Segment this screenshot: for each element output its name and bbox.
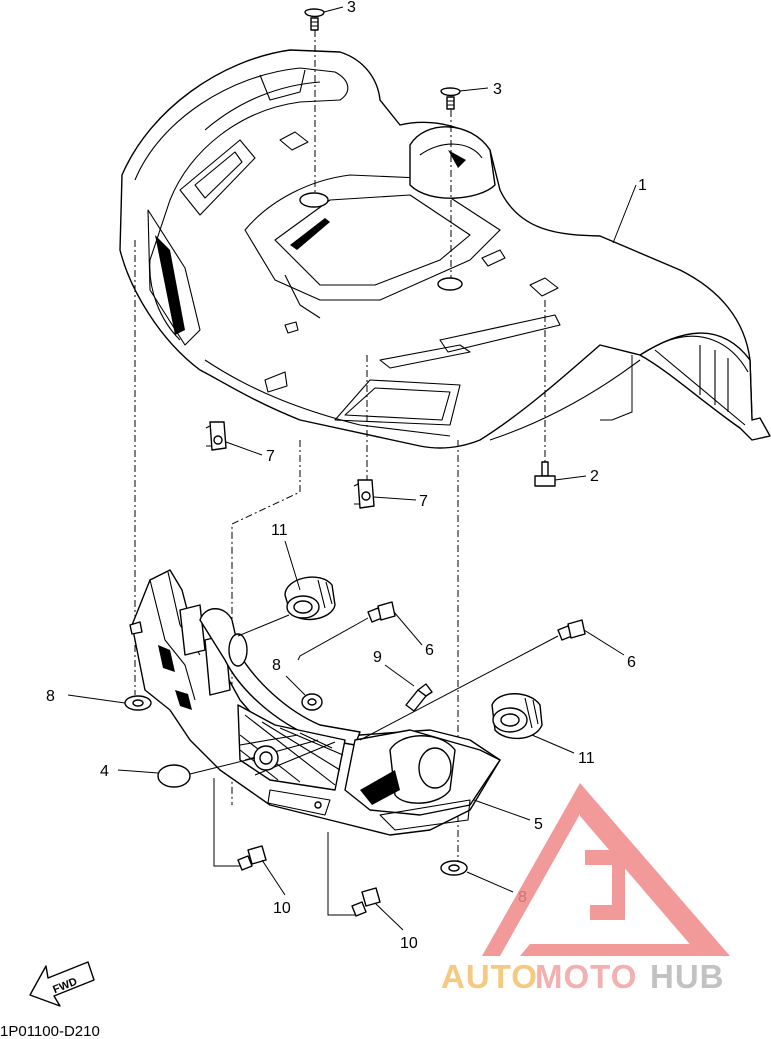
grommet-11-right: 11 [491, 693, 595, 767]
screw-9: 9 [373, 649, 433, 712]
bolt-10-right: 10 [351, 887, 418, 952]
bolt-6-left: 6 [297, 601, 434, 661]
watermark-text-auto: AUTO [441, 958, 538, 995]
collar-8-left: 8 [46, 688, 152, 711]
watermark-text-hub: HUB [650, 958, 725, 995]
screw-3-upper: 3 [299, 0, 356, 208]
bolt-line-right [327, 832, 355, 916]
front-guard [129, 569, 501, 836]
alignment-line-centre [231, 440, 301, 805]
watermark-logo [482, 783, 730, 956]
callout-label: 1 [638, 177, 647, 194]
bolt-line-left [213, 778, 242, 867]
callout-label: 5 [534, 816, 543, 833]
plug-4: 4 [100, 745, 279, 788]
callout-label: 3 [493, 81, 502, 98]
callout-label: 7 [419, 493, 428, 510]
callout-label: 6 [627, 654, 636, 671]
grommet-11-left: 11 [237, 522, 336, 637]
forward-direction-arrow: FWD [29, 961, 95, 1007]
callout-5: 5 [473, 799, 543, 833]
screw-3-lower: 3 [437, 81, 502, 291]
callout-label: 8 [272, 657, 281, 674]
callout-label: 2 [590, 468, 599, 485]
nut-clip-7-left: 7 [205, 421, 275, 465]
callout-label: 8 [46, 688, 55, 705]
callout-label: 10 [273, 900, 291, 917]
bolt-2: 2 [534, 300, 599, 487]
callout-1-fender: 1 [600, 177, 647, 421]
callout-label: 11 [271, 522, 288, 539]
front-fender [119, 49, 771, 449]
callout-label: 11 [578, 750, 595, 767]
collar-8-centre: 8 [272, 657, 323, 711]
callout-label: 9 [373, 649, 382, 666]
callout-label: 3 [347, 0, 356, 16]
bolt-6-right: 6 [359, 619, 636, 741]
callout-label: 10 [400, 935, 418, 952]
nut-clip-7-right: 7 [353, 355, 428, 510]
bolt-10-left: 10 [237, 845, 291, 917]
watermark-text-moto: MOTO [535, 958, 637, 995]
collar-8-right: 8 [440, 860, 527, 906]
automotohub-watermark: AUTO MOTO HUB [441, 783, 730, 995]
callout-label: 6 [425, 642, 434, 659]
callout-label: 7 [266, 448, 275, 465]
drawing-code: 1P01100-D210 [0, 1023, 100, 1039]
callout-label: 4 [100, 763, 109, 780]
